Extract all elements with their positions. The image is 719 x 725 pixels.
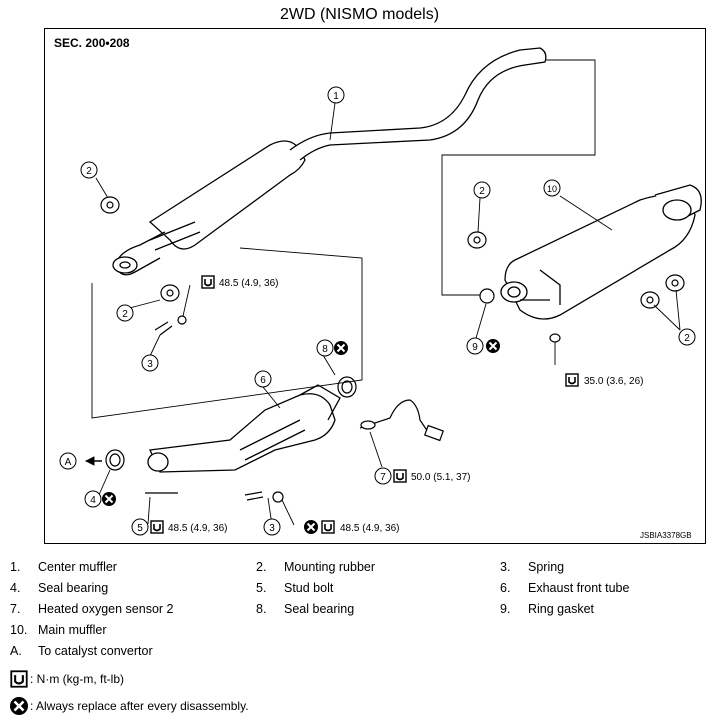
replace-part-icon (10, 697, 28, 715)
small-parts (100, 196, 685, 503)
legend-item-10: 10.Main muffler (10, 623, 107, 637)
torque-symbol-text: : N·m (kg-m, ft-lb) (30, 672, 124, 686)
legend-item-3: 3.Spring (500, 560, 565, 574)
torque-wrench-icon (10, 670, 28, 688)
callout-10 (543, 179, 561, 197)
callout-5 (131, 518, 149, 536)
callout-2a (80, 161, 98, 179)
torque-symbol-legend: : N·m (kg-m, ft-lb) (10, 670, 124, 688)
exhaust-front-tube (147, 384, 341, 473)
legend-item-8: 8.Seal bearing (256, 602, 355, 616)
callout-3b (263, 518, 281, 536)
replace-icon-nut (303, 519, 319, 535)
legend-item-9: 9.Ring gasket (500, 602, 595, 616)
legend-item-A: A.To catalyst convertor (10, 644, 153, 658)
callout-6 (254, 370, 272, 388)
main-muffler (500, 184, 702, 320)
oxygen-sensor (359, 399, 444, 442)
callout-7 (374, 467, 392, 485)
diagram-title: 2WD (NISMO models) (279, 6, 440, 23)
callout-text-2a: 2 (86, 166, 92, 177)
callout-2d (678, 328, 696, 346)
torque-value-1: 48.5 (4.9, 36) (219, 278, 278, 289)
callout-9 (466, 337, 484, 355)
callout-text-1: 1 (333, 91, 339, 102)
legend-item-1: 1.Center muffler (10, 560, 117, 574)
torque-value-4: 48.5 (4.9, 36) (168, 523, 227, 534)
replace-symbol-legend: : Always replace after every disassembly… (10, 697, 249, 715)
callout-2c (473, 181, 491, 199)
section-label: SEC. 200•208 (54, 36, 130, 50)
torque-value-2: 35.0 (3.6, 26) (584, 376, 643, 387)
callout-text-9: 9 (472, 342, 478, 353)
torque-icon-3 (393, 469, 407, 483)
callout-text-5: 5 (137, 523, 143, 534)
callout-4 (84, 490, 102, 508)
callout-8 (316, 339, 334, 357)
torque-value-3: 50.0 (5.1, 37) (411, 472, 470, 483)
callout-text-A: A (65, 457, 72, 468)
legend-item-5: 5.Stud bolt (256, 581, 334, 595)
torque-icon-1 (201, 275, 215, 289)
replace-icon-4 (101, 491, 117, 507)
torque-icon-4 (150, 520, 164, 534)
callout-2b (116, 304, 134, 322)
replace-icon-8 (333, 340, 349, 356)
callout-text-3b: 3 (269, 523, 275, 534)
diagram-frame (44, 28, 706, 544)
callout-text-3a: 3 (147, 359, 153, 370)
torque-value-5: 48.5 (4.9, 36) (340, 523, 399, 534)
callout-text-2c: 2 (479, 186, 485, 197)
callout-A (59, 452, 77, 470)
torque-icon-5 (321, 520, 335, 534)
callout-text-4: 4 (90, 495, 96, 506)
callout-text-10: 10 (547, 184, 557, 194)
legend-item-2: 2.Mounting rubber (256, 560, 376, 574)
callouts (59, 86, 696, 536)
center-muffler (112, 47, 547, 276)
callout-text-6: 6 (260, 375, 266, 386)
callout-text-8: 8 (322, 344, 328, 355)
legend-item-7: 7.Heated oxygen sensor 2 (10, 602, 174, 616)
callout-text-2d: 2 (684, 333, 690, 344)
replace-icon-9 (485, 338, 501, 354)
legend-item-6: 6.Exhaust front tube (500, 581, 630, 595)
replace-symbol-text: : Always replace after every disassembly… (30, 699, 249, 713)
legend-item-4: 4.Seal bearing (10, 581, 109, 595)
callout-3a (141, 354, 159, 372)
callout-text-2b: 2 (122, 309, 128, 320)
figure-code: JSBIA3378GB (640, 531, 692, 540)
leader-lines (84, 59, 681, 526)
exhaust-diagram: 1 2 2 2 2 3 3 4 5 6 7 8 9 10 A 48.5 (4.9… (59, 47, 702, 536)
torque-icon-2 (565, 373, 579, 387)
callout-1 (327, 86, 345, 104)
callout-text-7: 7 (380, 472, 386, 483)
